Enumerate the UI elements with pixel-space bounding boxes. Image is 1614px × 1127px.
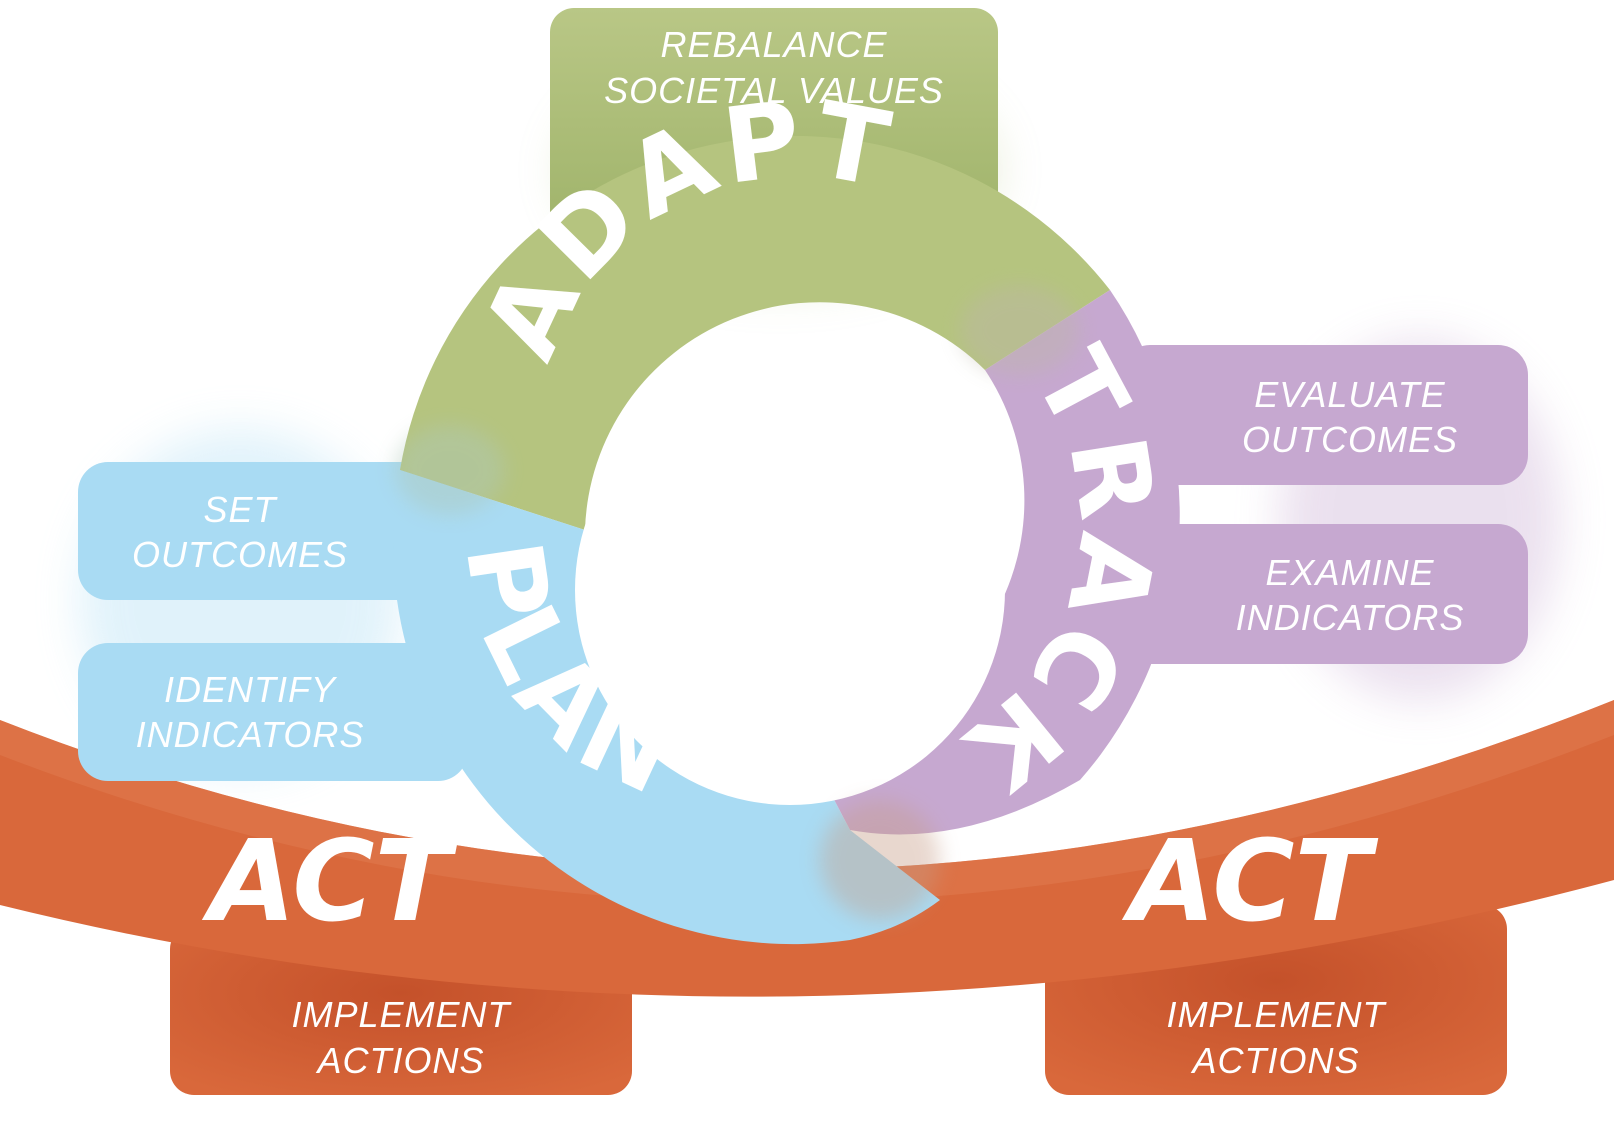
plan-set-box: SET OUTCOMES [78,462,468,600]
plan-identify-box: IDENTIFY INDICATORS [78,643,468,781]
plan-box2-line2: INDICATORS [136,714,365,755]
act-left-label: ACT [201,817,458,947]
plan-box2-line1: IDENTIFY [164,669,338,710]
plan-box1-line2: OUTCOMES [132,534,348,575]
act-right-box-line2: ACTIONS [1190,1040,1359,1081]
act-left-box-line1: IMPLEMENT [291,994,512,1035]
adapt-box-line1: REBALANCE [660,24,887,65]
act-band [0,700,1614,997]
plan-box1-line1: SET [203,489,278,530]
act-right-label: ACT [1121,817,1378,947]
track-evaluate-box: EVALUATE OUTCOMES [1120,345,1528,485]
adapt-segment [400,135,1110,530]
adapt-box-line2: SOCIETAL VALUES [604,70,944,111]
track-examine-box: EXAMINE INDICATORS [1120,524,1528,664]
track-box1-line2: OUTCOMES [1242,419,1458,460]
act-left-box-line2: ACTIONS [315,1040,484,1081]
track-box2-line1: EXAMINE [1265,552,1434,593]
track-box2-line2: INDICATORS [1236,597,1465,638]
cycle-ring [393,135,1180,945]
track-segment [800,290,1180,835]
track-box1-line1: EVALUATE [1254,374,1445,415]
ring-center [575,375,1005,805]
act-right-box-line1: IMPLEMENT [1166,994,1387,1035]
